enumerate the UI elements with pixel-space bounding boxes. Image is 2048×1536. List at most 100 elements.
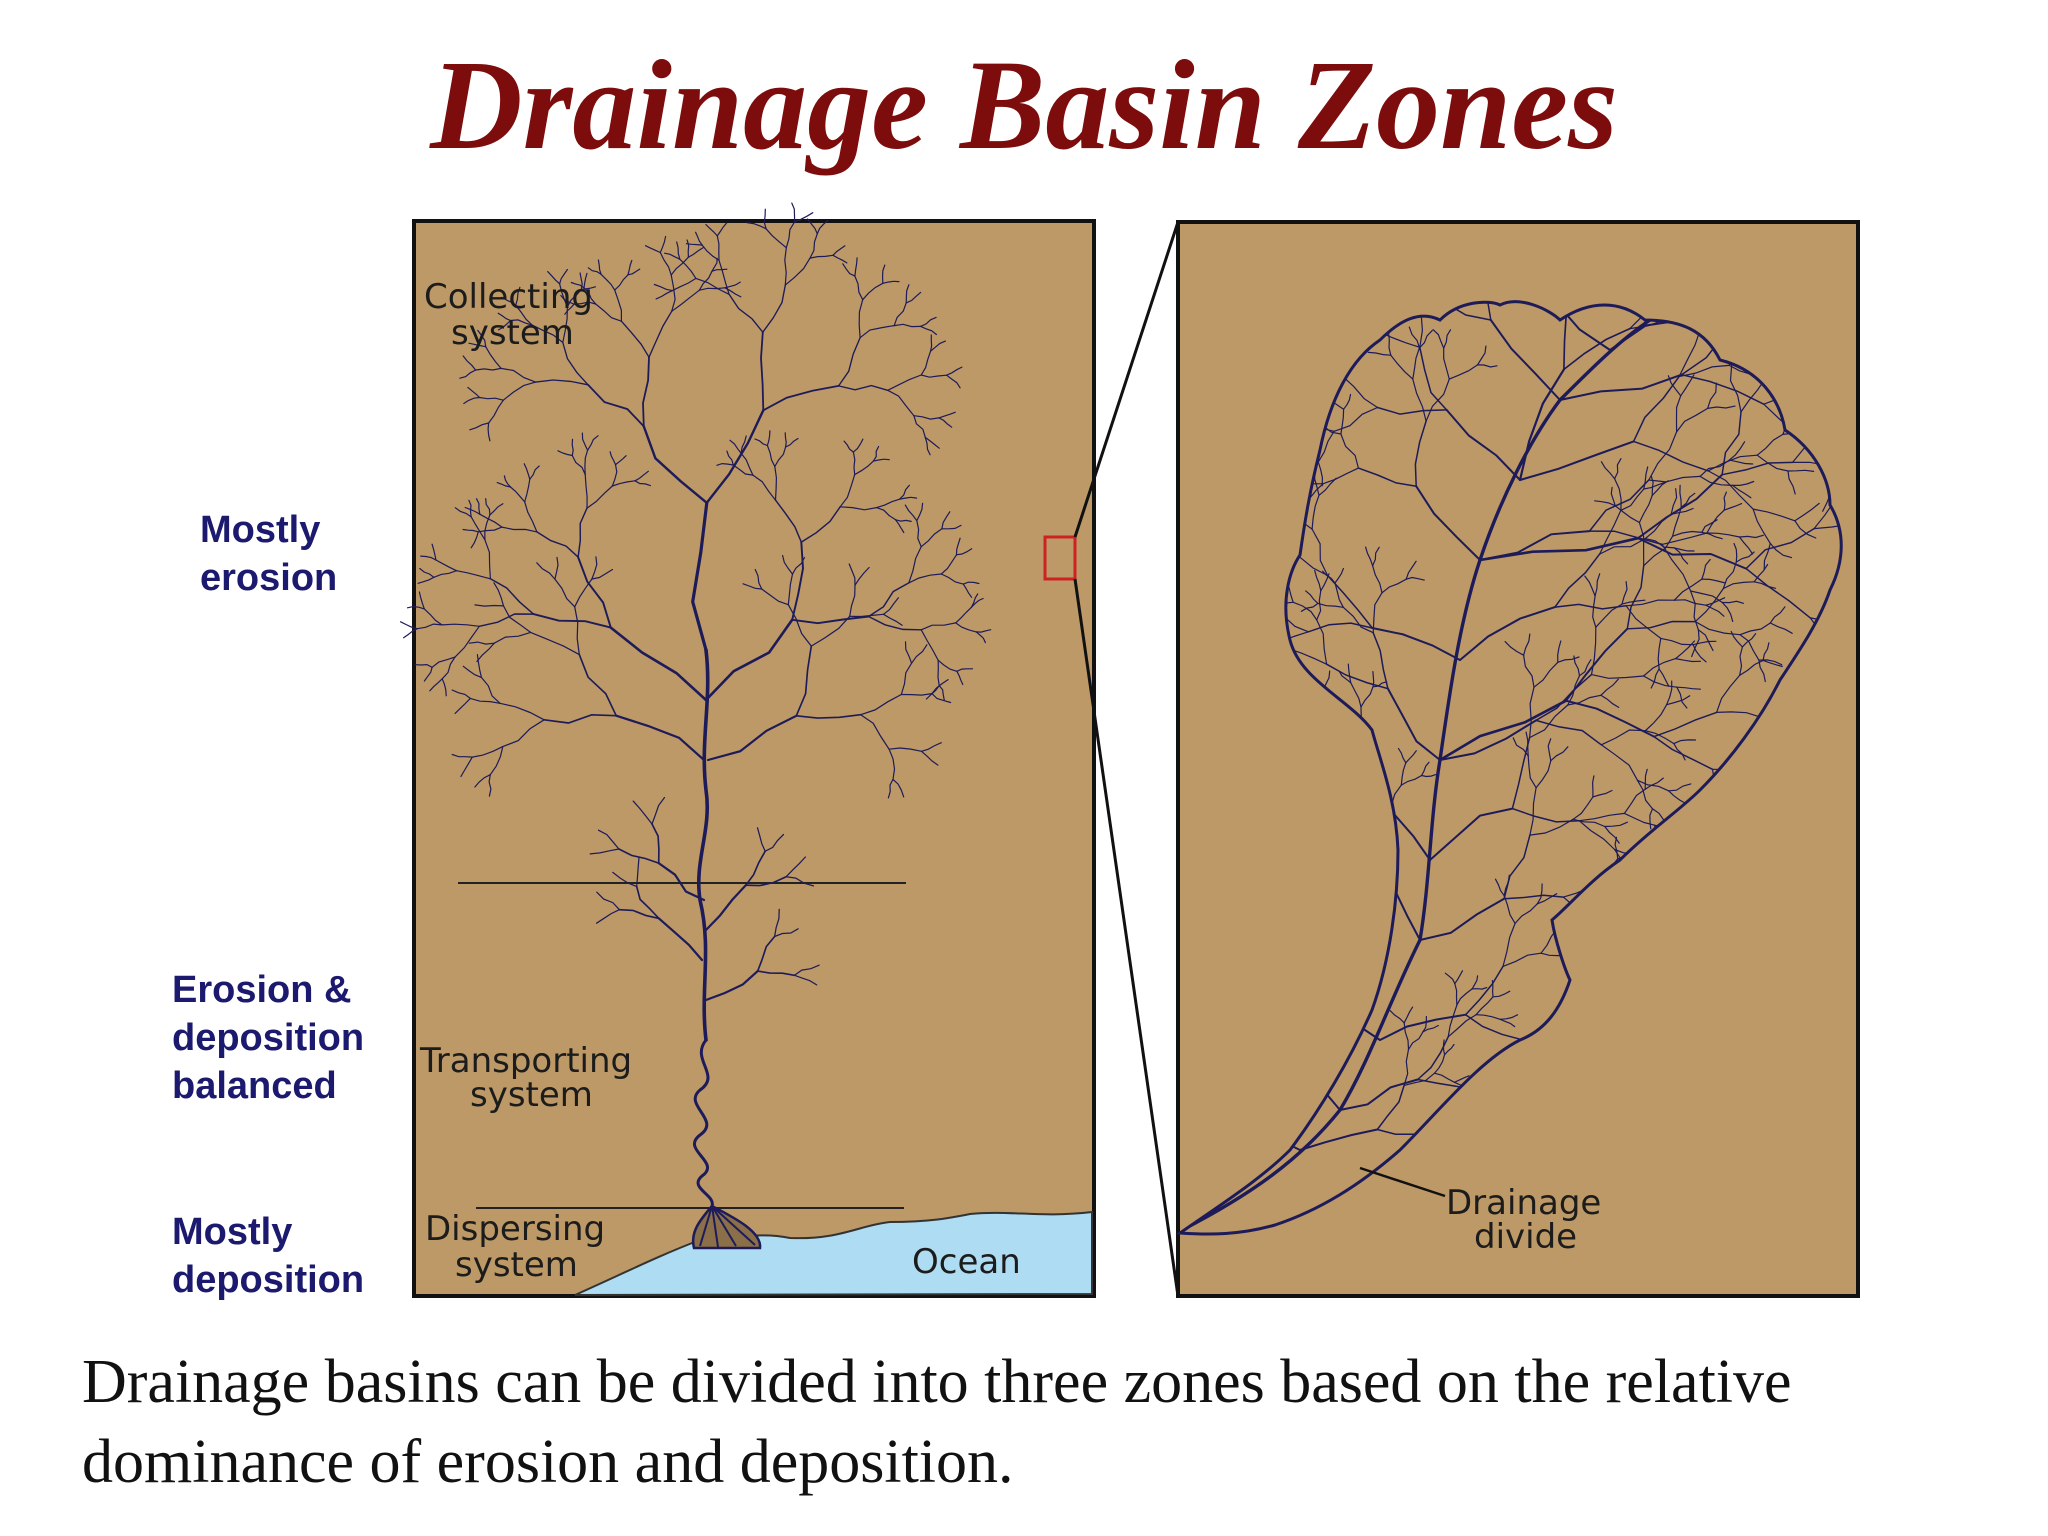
- stream-segment: [1142, 1108, 1166, 1109]
- stream-segment: [581, 432, 589, 451]
- stream-segment: [785, 856, 807, 878]
- stream-segment: [534, 379, 589, 386]
- stream-segment: [899, 496, 918, 500]
- dispersing-system-label: Dispersing system: [425, 1209, 616, 1285]
- stream-segment: [1872, 461, 1891, 468]
- stream-segment: [1590, 674, 1645, 679]
- stream-segment: [1660, 637, 1694, 646]
- stream-segment: [1307, 622, 1374, 633]
- stream-segment: [1347, 663, 1352, 684]
- stream-segment: [1372, 546, 1380, 567]
- stream-segment: [1673, 739, 1697, 745]
- stream-segment: [1644, 704, 1668, 732]
- stream-segment: [1490, 164, 1491, 185]
- stream-segment: [523, 463, 531, 480]
- stream-segment: [1567, 694, 1602, 706]
- stream-segment: [1459, 606, 1556, 661]
- stream-segment: [916, 502, 924, 522]
- stream-segment: [1676, 686, 1688, 709]
- stream-segment: [562, 341, 589, 386]
- stream-segment: [583, 287, 597, 305]
- stream-segment: [1454, 970, 1464, 985]
- stream-segment: [1471, 975, 1479, 990]
- stream-segment: [791, 541, 804, 621]
- stream-segment: [1721, 601, 1734, 622]
- stream-segment: [1666, 695, 1691, 706]
- stream-segment: [955, 548, 973, 556]
- stream-segment: [1535, 673, 1593, 722]
- stream-segment: [754, 438, 768, 447]
- stream-segment: [1317, 430, 1335, 463]
- stream-segment: [1893, 506, 1916, 509]
- stream-segment: [744, 875, 788, 887]
- stream-segment: [1476, 345, 1487, 366]
- stream-segment: [1526, 141, 1536, 195]
- stream-segment: [1636, 779, 1654, 810]
- stream-segment: [1657, 637, 1662, 670]
- stream-segment: [531, 324, 564, 344]
- ocean-area: [574, 1210, 1093, 1296]
- stream-segment: [1903, 649, 1928, 655]
- stream-segment: [1533, 661, 1559, 688]
- stream-segment: [900, 693, 933, 696]
- stream-segment: [895, 519, 912, 522]
- stream-segment: [1738, 536, 1754, 555]
- stream-segment: [1419, 897, 1506, 941]
- stream-segment: [1430, 148, 1452, 155]
- stream-segment: [1558, 100, 1583, 109]
- stream-segment: [1412, 347, 1420, 380]
- stream-segment: [1437, 128, 1452, 148]
- stream-segment: [1439, 719, 1537, 761]
- stream-segment: [1342, 606, 1374, 634]
- stream-segment: [1644, 768, 1648, 790]
- stream-segment: [464, 506, 481, 515]
- stream-segment: [632, 800, 653, 825]
- stream-segment: [587, 383, 645, 428]
- stream-segment: [573, 301, 597, 305]
- stream-segment: [956, 670, 964, 686]
- stream-segment: [726, 450, 734, 466]
- stream-segment: [1403, 1072, 1436, 1086]
- stream-segment: [1860, 197, 1883, 202]
- stream-segment: [1405, 560, 1417, 580]
- stream-segment: [1379, 1013, 1467, 1041]
- stream-segment: [1869, 602, 1898, 625]
- stream-segment: [785, 221, 796, 249]
- stream-segment: [1599, 538, 1646, 555]
- stream-segment: [1735, 551, 1755, 563]
- stream-segment: [876, 507, 897, 521]
- stream-segment: [764, 833, 785, 852]
- stream-segment: [1769, 542, 1793, 559]
- stream-segment: [420, 555, 437, 561]
- stream-segment: [1650, 475, 1654, 497]
- stream-segment: [429, 678, 443, 692]
- stream-segment: [1672, 506, 1682, 537]
- stream-segment: [860, 693, 902, 716]
- stream-segment: [634, 480, 651, 487]
- stream-segment: [1311, 528, 1329, 577]
- stream-segment: [791, 615, 870, 625]
- stream-segment: [1403, 1048, 1410, 1086]
- stream-segment: [728, 293, 764, 333]
- stream-segment: [1632, 440, 1710, 472]
- stream-segment: [451, 753, 473, 758]
- stream-segment: [1510, 83, 1514, 109]
- stream-segment: [1572, 796, 1594, 820]
- stream-segment: [1672, 530, 1703, 537]
- stream-segment: [1632, 375, 1680, 443]
- stream-segment: [1874, 485, 1891, 499]
- stream-segment: [784, 432, 787, 448]
- stream-segment: [1499, 1014, 1519, 1020]
- stream-segment: [485, 346, 502, 369]
- stream-segment: [904, 504, 918, 522]
- stream-segment: [848, 563, 856, 586]
- stream-segment: [543, 713, 618, 724]
- stream-segment: [1739, 659, 1764, 676]
- stream-segment: [636, 856, 640, 888]
- stream-segment: [1494, 878, 1505, 897]
- stream-segment: [1885, 469, 1902, 484]
- stream-segment: [946, 366, 963, 376]
- stream-segment: [635, 885, 660, 920]
- stream-segment: [1911, 319, 1936, 327]
- stream-segment: [451, 689, 471, 699]
